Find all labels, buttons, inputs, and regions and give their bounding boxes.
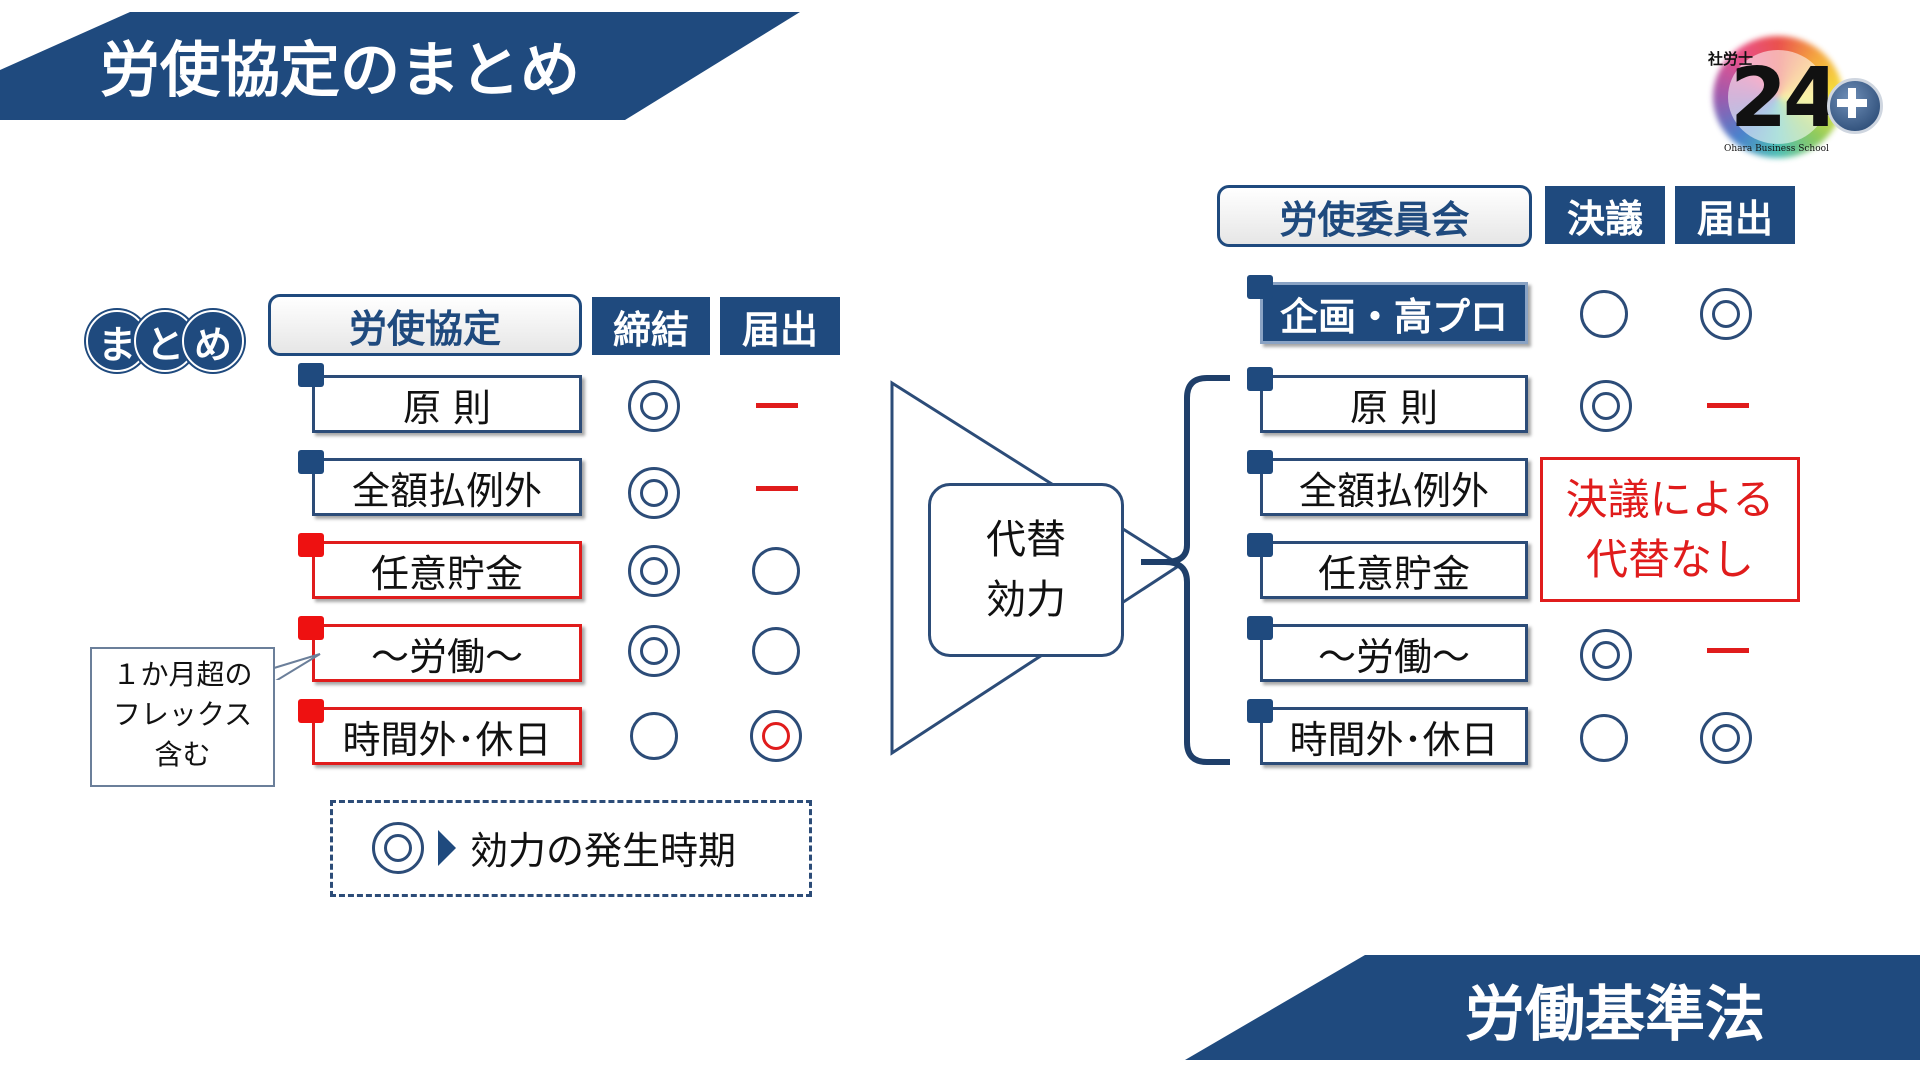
double-circle-mark xyxy=(628,625,680,677)
double-circle-mark xyxy=(628,545,680,597)
double-circle-mark xyxy=(628,380,680,432)
left-row-label: 時間外･休日 xyxy=(312,707,582,765)
circle-mark xyxy=(630,712,678,760)
row-tag xyxy=(298,450,324,474)
dash-mark xyxy=(1707,648,1749,653)
planning-row-label: 企画・高プロ xyxy=(1260,282,1528,344)
substitute-line-2: 効力 xyxy=(986,577,1066,623)
double-circle-red-mark xyxy=(750,710,802,762)
substitute-line-1: 代替 xyxy=(986,517,1066,563)
row-tag xyxy=(298,363,324,387)
flex-note-line: フレックス xyxy=(112,698,253,731)
plus-icon xyxy=(1827,78,1883,134)
circle-mark xyxy=(752,627,800,675)
triangle-right-icon xyxy=(438,830,456,866)
right-header-pill: 労使委員会 xyxy=(1217,185,1532,247)
double-circle-mark xyxy=(1580,629,1632,681)
right-col-header-1: 決議 xyxy=(1545,186,1665,244)
logo-subtitle: Ohara Business School xyxy=(1724,144,1829,154)
row-tag xyxy=(1247,699,1273,723)
circle-mark xyxy=(1580,290,1628,338)
dash-mark xyxy=(756,486,798,491)
legend-box xyxy=(330,800,812,897)
double-circle-mark xyxy=(1700,712,1752,764)
logo-core xyxy=(1728,50,1828,144)
no-substitute-line-1: 決議による xyxy=(1565,474,1775,524)
matome-badge-3: め xyxy=(182,310,244,372)
no-substitute-line-2: 代替なし xyxy=(1585,534,1754,584)
right-row-label: 原 則 xyxy=(1260,375,1528,433)
left-row-label: ～労働～ xyxy=(312,624,582,682)
left-col-header-2: 届出 xyxy=(720,297,840,355)
row-tag xyxy=(1247,616,1273,640)
flex-note: １か月超の フレックス 含む xyxy=(90,647,275,787)
right-row-label: 全額払例外 xyxy=(1260,458,1528,516)
note-pointer xyxy=(273,653,321,680)
left-row-label: 原 則 xyxy=(312,375,582,433)
double-circle-mark xyxy=(628,467,680,519)
left-col-header-1: 締結 xyxy=(592,297,710,355)
circle-mark xyxy=(1580,714,1628,762)
row-tag xyxy=(298,699,324,723)
flex-note-line: 含む xyxy=(154,738,211,771)
logo-top-text: 社労士 xyxy=(1708,50,1754,68)
left-row-label: 任意貯金 xyxy=(312,541,582,599)
right-row-label: 任意貯金 xyxy=(1260,541,1528,599)
logo-number: 24 xyxy=(1730,51,1840,146)
row-tag xyxy=(298,533,324,557)
footer-label: 労働基準法 xyxy=(1465,980,1765,1050)
row-tag xyxy=(1247,367,1273,391)
double-circle-mark xyxy=(1580,380,1632,432)
dash-mark xyxy=(756,403,798,408)
left-row-label: 全額払例外 xyxy=(312,458,582,516)
circle-mark xyxy=(752,547,800,595)
row-tag xyxy=(1247,275,1273,299)
legend-double-circle-mark xyxy=(372,822,424,874)
page-title: 労使協定のまとめ xyxy=(100,36,580,106)
dash-mark xyxy=(1707,403,1749,408)
legend-text: 効力の発生時期 xyxy=(470,829,737,873)
flex-note-line: １か月超の xyxy=(112,658,253,691)
left-header-pill: 労使協定 xyxy=(268,294,582,356)
double-circle-mark xyxy=(1700,288,1752,340)
right-col-header-2: 届出 xyxy=(1675,186,1795,244)
no-substitute-box: 決議による 代替なし xyxy=(1540,457,1800,602)
row-tag xyxy=(1247,533,1273,557)
right-row-label: ～労働～ xyxy=(1260,624,1528,682)
row-tag xyxy=(1247,450,1273,474)
bracket-shape xyxy=(1141,375,1230,765)
row-tag xyxy=(298,616,324,640)
right-row-label: 時間外･休日 xyxy=(1260,707,1528,765)
substitute-effect-box: 代替 効力 xyxy=(928,483,1124,657)
